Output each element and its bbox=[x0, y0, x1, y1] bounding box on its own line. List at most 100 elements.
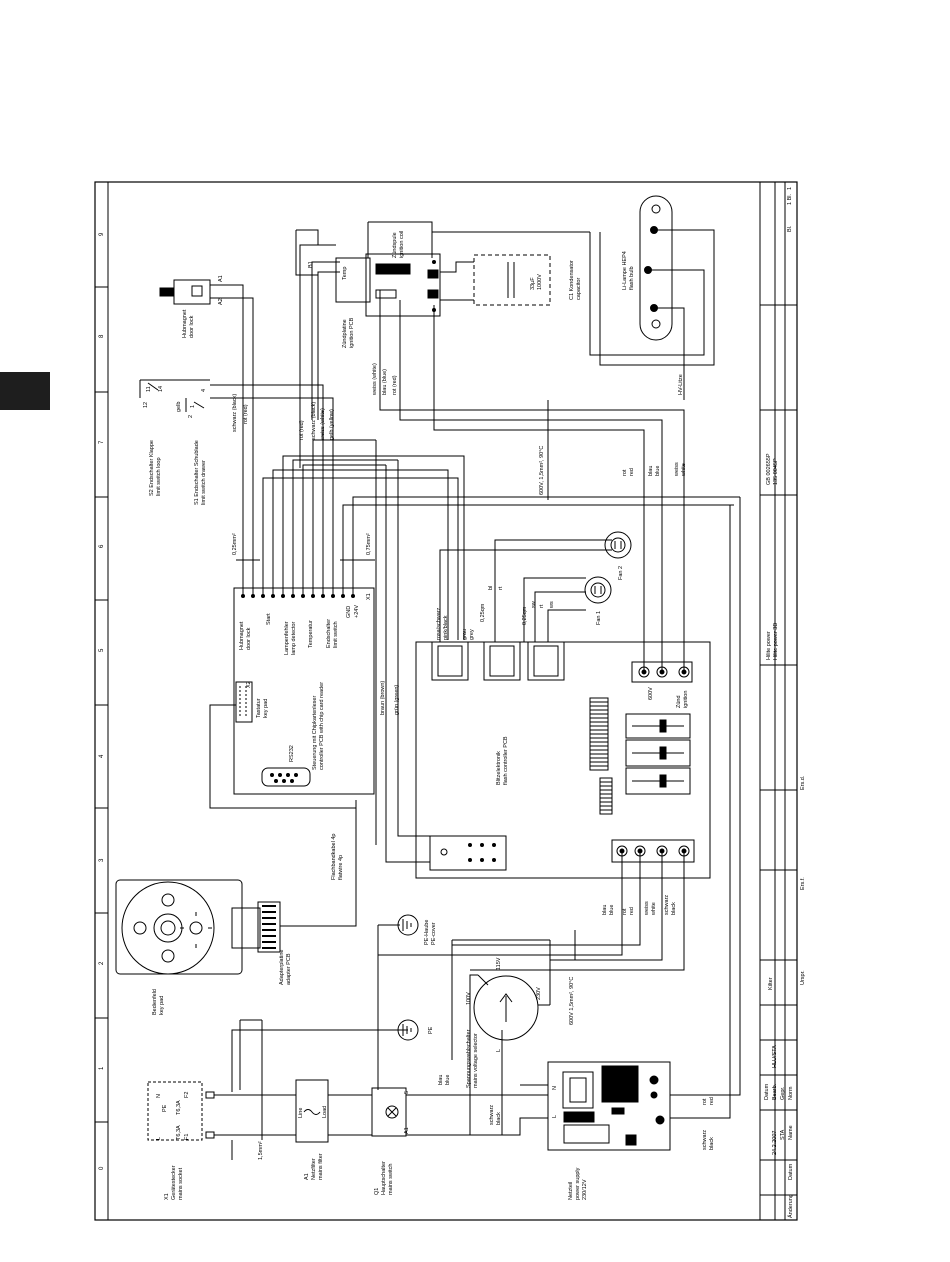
controller-pin-label-2: Start bbox=[266, 613, 272, 625]
tb-sheet-label: Bl. bbox=[787, 225, 793, 232]
switch-s11-a: 11 bbox=[146, 386, 152, 392]
pe-cover-label-2: PE-cover bbox=[431, 922, 437, 945]
bottom-wire-7: black bbox=[671, 902, 677, 915]
trimmer-block bbox=[599, 777, 613, 815]
flash-pcb: Blitzelektronik flash controller PCB 600… bbox=[415, 641, 711, 879]
controller-wiring bbox=[210, 244, 740, 640]
controller-pin-label-3: Lampenfehler bbox=[284, 621, 290, 655]
door-lock-a1: A1 bbox=[218, 275, 224, 282]
mains-switch: Q1 Hauptschalter mains switch A1 5 bbox=[371, 1087, 410, 1195]
wire-door-red: rot (red) bbox=[243, 404, 249, 424]
flash-bulb: Li-Lampe HEP4 flash bulb HV-Litze bbox=[589, 195, 715, 400]
controller-pcb: X1 Hubmagnet door lock Start Lampenfehle… bbox=[209, 587, 375, 809]
tb-date-col: Datum bbox=[788, 1163, 794, 1180]
mains-filter-label-1: A1 bbox=[304, 1173, 310, 1180]
mains-wire-labels: 1,5mm² blau blue schwarz black rot red s… bbox=[258, 1075, 715, 1160]
capacitor-label-1: C1 Kondensator bbox=[569, 260, 575, 300]
power-supply-label-3: 230/12V bbox=[582, 1179, 588, 1200]
switch-s2: 2 bbox=[188, 415, 194, 418]
switch-s1: 1 bbox=[190, 405, 196, 408]
zone-label-2: 2 bbox=[99, 961, 105, 965]
ignition-coil-label-1: Zündspule bbox=[392, 232, 398, 258]
controller-pin-label-8: GND bbox=[346, 606, 352, 618]
wire-ctrl-yellow: gelb (yellow) bbox=[329, 409, 335, 440]
section-tab-marker bbox=[0, 372, 50, 410]
tb-date-value: 24.2.2007 bbox=[772, 1131, 778, 1155]
hv-wire-1: red bbox=[629, 468, 635, 476]
fan-wire-10: ws bbox=[549, 601, 555, 609]
wire-ps-red-1: rot bbox=[702, 1098, 708, 1105]
wire-mains-blue-1: blau bbox=[438, 1075, 444, 1085]
flash-pcb-600v: 600V bbox=[648, 687, 654, 700]
mains-socket-n: N bbox=[156, 1094, 162, 1098]
hv-wire-2: blau bbox=[648, 466, 654, 476]
switch-s14-a: 14 bbox=[158, 386, 164, 392]
tb-sheet-no: 1 bbox=[787, 187, 793, 190]
ignition-pcb-label-2: ignition PCB bbox=[349, 317, 355, 348]
zone-label-7: 7 bbox=[99, 440, 105, 444]
fan-wire-0: rosa/schwarz bbox=[436, 607, 442, 640]
door-lock-a2: A2 bbox=[218, 298, 224, 305]
power-supply-label-2: power supply bbox=[575, 1167, 581, 1200]
fan-2: Fan 2 bbox=[604, 531, 632, 580]
tb-part-no-2: 135 0045P bbox=[773, 458, 779, 485]
controller-pin-label-1: door lock bbox=[246, 627, 252, 650]
wire-ign-red: rot (red) bbox=[392, 375, 398, 395]
tb-norm-label: Norm bbox=[788, 1086, 794, 1100]
wire-label-075: 0,75mm² bbox=[366, 533, 372, 555]
fan-connectors bbox=[431, 641, 565, 681]
wire-mains-blue-2: blue bbox=[445, 1075, 451, 1085]
wire-ps-black-1: schwarz bbox=[702, 1130, 708, 1150]
controller-label-2: controller PCB with chip card reader bbox=[319, 682, 325, 770]
mains-socket-label-3: mains socket bbox=[178, 1167, 184, 1200]
hv-wire-label: HV-Litze bbox=[678, 374, 684, 395]
zone-label-0: 0 bbox=[99, 1166, 105, 1170]
fan-wire-9: rt bbox=[539, 604, 545, 608]
fan-1: Fan 1 bbox=[584, 576, 612, 625]
zone-label-9: 9 bbox=[99, 232, 105, 236]
voltage-selector-115: 115V bbox=[496, 957, 502, 970]
keypad-label-2: key pad bbox=[159, 996, 165, 1015]
wire-mains-black-1: schwarz bbox=[489, 1105, 495, 1125]
wire-green: grün (green) bbox=[394, 685, 400, 715]
switch-yellow: gelb bbox=[176, 402, 182, 412]
wire-ign-blue: blau (blue) bbox=[382, 369, 388, 395]
bottom-wire-5: white bbox=[651, 902, 657, 916]
adapter-pcb-label-1: Adapterplatine bbox=[279, 950, 285, 985]
zone-label-5: 5 bbox=[99, 648, 105, 652]
wire-door-black: schwarz (black) bbox=[232, 394, 238, 432]
mains-switch-label-3: mains switch bbox=[388, 1164, 394, 1195]
relay-block bbox=[429, 835, 507, 871]
flash-pcb-zuend: Zünd bbox=[676, 695, 682, 708]
controller-tastatur: Tastatur bbox=[256, 698, 262, 718]
voltage-selector-l: L bbox=[496, 1049, 502, 1052]
controller-x2: X2 bbox=[246, 681, 252, 688]
fan-wire-5: bl bbox=[488, 586, 494, 590]
zone-label-8: 8 bbox=[99, 334, 105, 338]
mains-socket-fuse2: T6,3A bbox=[176, 1125, 182, 1140]
pe-symbol: PE bbox=[397, 1019, 434, 1041]
fan-wire-3: grey bbox=[469, 629, 475, 640]
capacitor: 33µF 1000V C1 Kondensator capacitor bbox=[432, 231, 590, 306]
pe-cover-symbol: PE-Haube PE-cover bbox=[397, 914, 437, 945]
tb-drawn-value: HLU/STA bbox=[772, 1045, 778, 1068]
wire-label-025: 0,25mm² bbox=[232, 533, 238, 555]
zone-label-3: 3 bbox=[99, 858, 105, 862]
limit-s1-label-2: limit switch drawer bbox=[201, 460, 207, 505]
wire-label-600-a: 600V, 1,5mm², 90°C bbox=[539, 446, 545, 495]
mains-filter-load: Load bbox=[322, 1106, 328, 1118]
heat-sink bbox=[589, 697, 609, 771]
zone-labels: 0 1 2 3 4 5 6 7 8 9 bbox=[99, 232, 105, 1170]
voltage-selector: Spannungswahlschalter mains voltage sele… bbox=[451, 930, 576, 1088]
flat-cable-label-2: flatwire 4p bbox=[338, 855, 344, 880]
power-supply-pin-n: N bbox=[552, 1086, 558, 1090]
power-supply-pin-l: L bbox=[552, 1115, 558, 1118]
mains-socket-fuse1: T6,3A bbox=[176, 1100, 182, 1115]
capacitor-value-2: 1000V bbox=[537, 274, 543, 290]
wire-ign-white: weiss (white) bbox=[372, 363, 378, 396]
potentiometers bbox=[625, 713, 691, 795]
pe-label: PE bbox=[428, 1026, 434, 1034]
hv-wire-5: white bbox=[681, 463, 687, 477]
tb-project-title: Kilter bbox=[768, 977, 774, 990]
fan-wire-4: 0,25qm bbox=[480, 603, 486, 622]
